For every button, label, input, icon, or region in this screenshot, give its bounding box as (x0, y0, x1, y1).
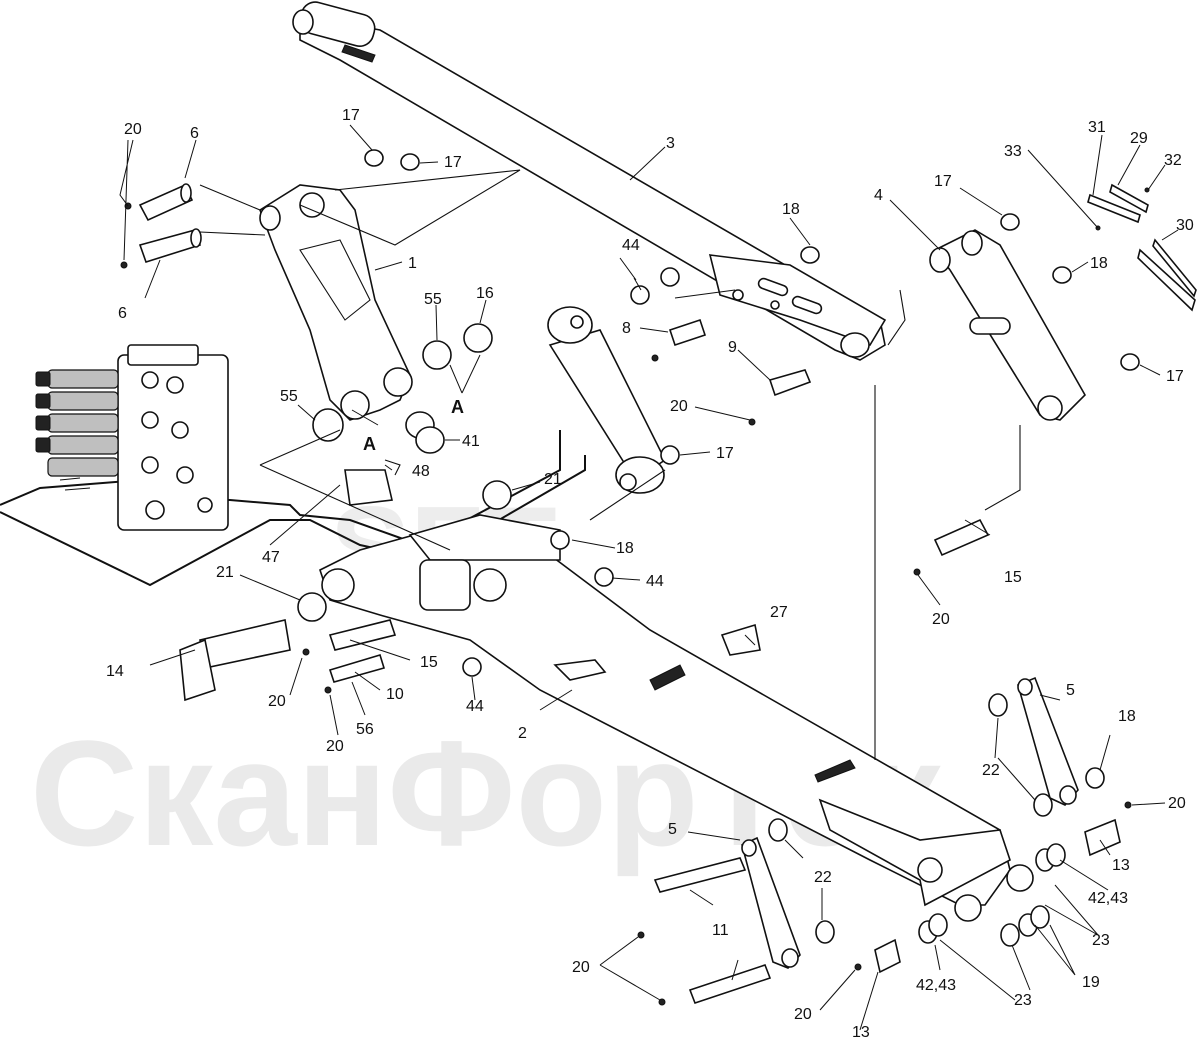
callout-17-link4: 17 (934, 173, 952, 190)
callout-32: 32 (1164, 152, 1182, 169)
callout-33: 33 (1004, 143, 1022, 160)
callout-6-top: 6 (190, 125, 199, 142)
callout-55-right: 55 (424, 291, 442, 308)
callout-20-bottom-left: 20 (572, 959, 590, 976)
pins (138, 183, 990, 1005)
callout-13-bottom: 13 (852, 1024, 870, 1041)
callout-18-link4: 18 (1090, 255, 1108, 272)
callout-10: 10 (386, 686, 404, 703)
callout-20-pin15-left: 20 (268, 693, 286, 710)
callout-11: 11 (712, 922, 729, 939)
callout-9: 9 (728, 339, 737, 356)
callout-14: 14 (106, 663, 124, 680)
callout-47: 47 (262, 549, 280, 566)
callout-27: 27 (770, 604, 788, 621)
view-letter-a-left: A (363, 434, 376, 454)
callout-18-right: 18 (1118, 708, 1136, 725)
part-5-link-left (741, 836, 801, 969)
callout-42-43-right: 42,43 (1088, 890, 1128, 907)
leader-lines (119, 124, 1179, 1031)
callout-17-top: 17 (342, 107, 360, 124)
callout-17-top-right: 17 (444, 154, 462, 171)
callout-44-boom: 44 (646, 573, 664, 590)
callout-4: 4 (874, 187, 883, 204)
view-letter-a-right: A (451, 397, 464, 417)
callout-30: 30 (1176, 217, 1194, 234)
callout-2: 2 (518, 725, 527, 742)
brackets (344, 183, 1197, 656)
callout-15-right: 15 (1004, 569, 1022, 586)
part-3-long-link (292, 1, 887, 361)
callout-29: 29 (1130, 130, 1148, 147)
callout-20-pin8: 20 (670, 398, 688, 415)
callout-17-cylinder: 17 (716, 445, 734, 462)
callout-17-far-right: 17 (1166, 368, 1184, 385)
callout-20-pin15: 20 (932, 611, 950, 628)
callout-44-bottom: 44 (466, 698, 484, 715)
callout-42-43-bottom: 42,43 (916, 977, 956, 994)
assembly-lines (199, 169, 1021, 760)
callout-20-top-left: 20 (124, 121, 142, 138)
callout-23-right: 23 (1092, 932, 1110, 949)
bolts (120, 202, 1132, 1006)
callout-labels: 1 2 3 4 5 5 6 6 8 9 10 11 13 13 14 15 15… (106, 107, 1194, 1041)
callout-41: 41 (462, 433, 480, 450)
callout-6-bottom: 6 (118, 305, 127, 322)
hydraulic-cylinder (547, 306, 667, 494)
callout-8: 8 (622, 320, 631, 337)
callout-16: 16 (476, 285, 494, 302)
part-2-boom (319, 514, 1034, 922)
part-5-link-right (1017, 676, 1079, 806)
callout-3: 3 (666, 135, 675, 152)
callout-18-link3: 18 (782, 201, 800, 218)
callout-20-far-right: 20 (1168, 795, 1186, 812)
callout-23-bottom: 23 (1014, 992, 1032, 1009)
callout-20-bottom: 20 (794, 1006, 812, 1023)
callout-19: 19 (1082, 974, 1100, 991)
callout-56: 56 (356, 721, 374, 738)
callout-20-pin10: 20 (326, 738, 344, 755)
callout-22-left: 22 (814, 869, 832, 886)
washers (297, 149, 1140, 974)
callout-31: 31 (1088, 119, 1106, 136)
callout-1: 1 (408, 255, 417, 272)
control-valve (35, 344, 229, 531)
callout-21-top: 21 (544, 471, 562, 488)
callout-13-right: 13 (1112, 857, 1130, 874)
callout-18-boom: 18 (616, 540, 634, 557)
callout-15-center: 15 (420, 654, 438, 671)
callout-5-left: 5 (668, 821, 677, 838)
callout-55-left: 55 (280, 388, 298, 405)
part-4-side-link (929, 229, 1086, 421)
callout-22-right: 22 (982, 762, 1000, 779)
callout-21-left: 21 (216, 564, 234, 581)
view-markers: A A (363, 397, 464, 454)
callout-44-top: 44 (622, 237, 640, 254)
callout-5-right: 5 (1066, 682, 1075, 699)
callout-48: 48 (412, 463, 430, 480)
